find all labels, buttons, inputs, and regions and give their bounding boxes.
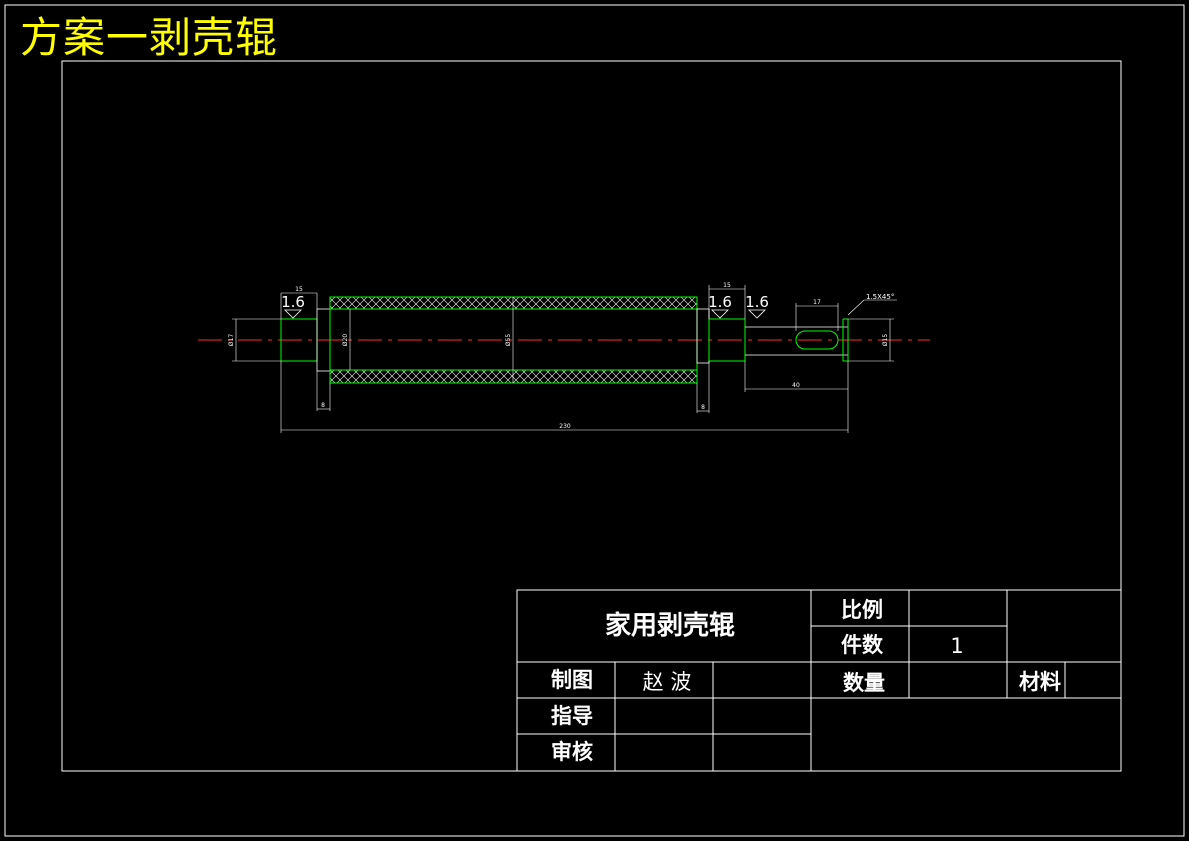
part-name: 家用剥壳辊 (605, 610, 735, 641)
dim-roller-dia: Ø55 (505, 334, 512, 347)
scale-label: 比例 (841, 598, 883, 622)
drafter-name: 赵 波 (643, 670, 692, 694)
review-label: 审核 (551, 740, 593, 764)
title-block (516, 589, 1122, 772)
dim-chamfer: 1.5X45° (866, 293, 894, 301)
quantity-label: 数量 (843, 671, 885, 695)
outer-frame (4, 4, 1185, 837)
drafted-label: 制图 (551, 668, 593, 692)
dim-left-len: 15 (295, 286, 303, 293)
dim-keyway-len: 17 (813, 299, 821, 306)
dim-left-step: 8 (321, 402, 325, 409)
dim-right-end-len: 40 (792, 382, 800, 389)
sleeve-bottom (329, 369, 698, 384)
svg-text:1.6: 1.6 (281, 293, 305, 311)
roughness-symbol-2: 1.6 (708, 293, 732, 319)
dim-right-len: 15 (723, 282, 731, 289)
roughness-symbol-1: 1.6 (281, 293, 305, 319)
svg-text:1.6: 1.6 (745, 293, 769, 311)
guide-label: 指导 (551, 704, 593, 728)
title-block-text: 家用剥壳辊 比例 件数 1 制图 赵 波 数量 材料 指导 审核 (551, 598, 1061, 764)
sleeve-top (329, 296, 698, 310)
dim-right-step: 8 (701, 404, 705, 411)
pieces-label: 件数 (841, 633, 884, 657)
drawing-title: 方案一剥壳辊 (20, 13, 279, 62)
keyway-slot (795, 330, 839, 350)
pieces-value: 1 (950, 634, 963, 658)
right-step (696, 308, 710, 364)
material-label: 材料 (1019, 670, 1061, 694)
inner-frame (61, 60, 1122, 772)
dim-total-len: 230 (559, 423, 571, 430)
svg-text:1.6: 1.6 (708, 293, 732, 311)
dim-left-dia: Ø17 (228, 334, 235, 347)
shaft-drawing: Ø17 Ø20 Ø55 15 8 8 15 17 (198, 282, 930, 433)
roughness-symbol-3: 1.6 (745, 293, 769, 319)
right-journal (708, 318, 746, 362)
dim-end-dia: Ø15 (882, 334, 889, 347)
dim-bore-dia: Ø20 (342, 334, 349, 347)
